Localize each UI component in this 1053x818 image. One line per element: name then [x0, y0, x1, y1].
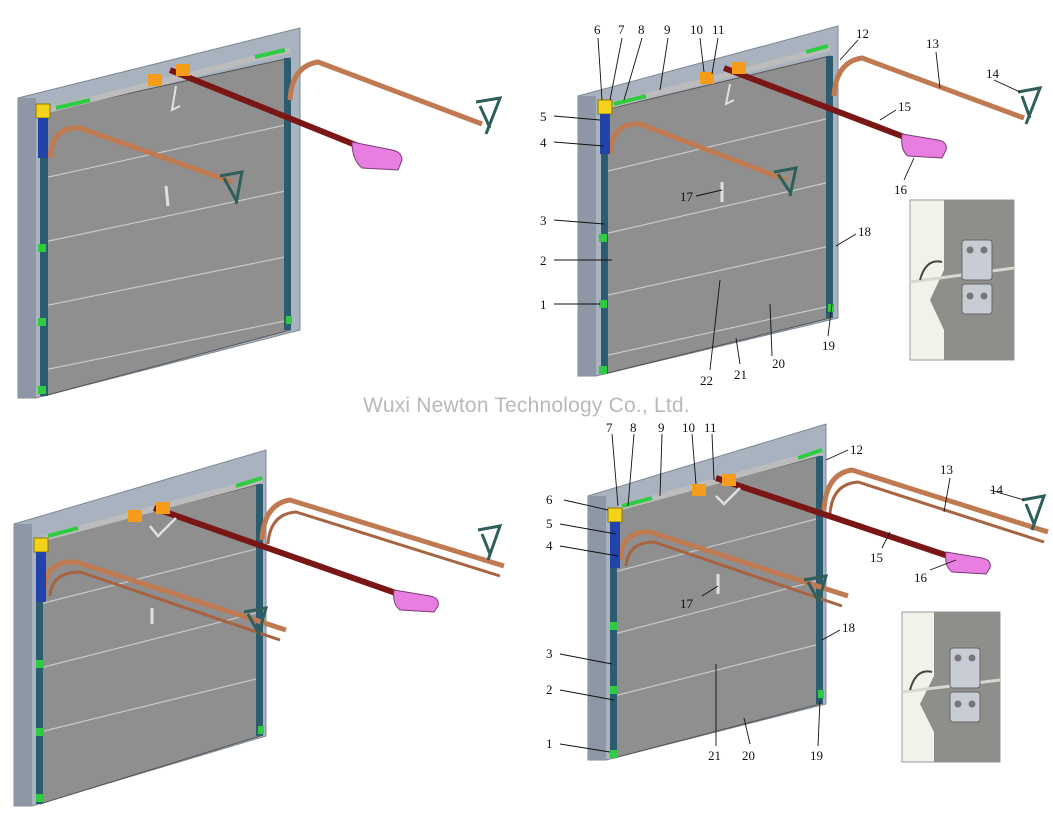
label-1: 1: [546, 736, 553, 751]
label-20: 20: [772, 356, 785, 371]
hanger-bracket-right: [475, 96, 503, 135]
diagram-bottom-left: [13, 449, 505, 807]
label-22: 22: [700, 373, 713, 388]
label-15: 15: [870, 550, 883, 565]
label-11: 11: [704, 420, 717, 435]
label-11: 11: [712, 22, 725, 37]
leader-lines: [553, 37, 1021, 371]
hanger-bracket-left: [219, 170, 244, 205]
vertical-track-right: [284, 58, 291, 330]
label-2: 2: [540, 253, 547, 268]
label-13: 13: [926, 36, 939, 51]
label-14: 14: [990, 482, 1004, 497]
diagram-top-right: 1 2 3 4 5 6 7 8 9 10 11 12 13 14 15 16 1…: [540, 22, 1043, 388]
label-21: 21: [708, 748, 721, 763]
label-15: 15: [898, 99, 911, 114]
label-8: 8: [638, 22, 645, 37]
door-panel: [603, 55, 831, 375]
label-10: 10: [690, 22, 703, 37]
wall-front: [578, 96, 596, 376]
label-10: 10: [682, 420, 695, 435]
diagram-top-left: [17, 27, 503, 399]
label-6: 6: [594, 22, 601, 37]
label-19: 19: [822, 338, 835, 353]
label-7: 7: [618, 22, 625, 37]
label-5: 5: [546, 516, 553, 531]
label-2: 2: [546, 682, 553, 697]
panel-joints: [43, 123, 291, 371]
hinge-detail-top-icon: [909, 199, 1015, 361]
label-16: 16: [894, 182, 908, 197]
label-17: 17: [680, 189, 694, 204]
label-16: 16: [914, 570, 928, 585]
label-9: 9: [664, 22, 671, 37]
label-12: 12: [850, 442, 863, 457]
garage-opener: [351, 141, 403, 171]
wall-front: [18, 98, 36, 398]
label-4: 4: [540, 135, 547, 150]
label-6: 6: [546, 492, 553, 507]
label-19: 19: [810, 748, 823, 763]
watermark-text: Wuxi Newton Technology Co., Ltd.: [363, 394, 690, 417]
label-13: 13: [940, 462, 953, 477]
part-labels: 1 2 3 4 5 6 7 8 9 10 11 12 13 14 15 16 1…: [540, 22, 1000, 388]
label-8: 8: [630, 420, 637, 435]
label-9: 9: [658, 420, 665, 435]
horizontal-track-right: [287, 59, 483, 127]
label-7: 7: [606, 420, 613, 435]
label-18: 18: [858, 224, 871, 239]
leader-lines: [559, 433, 1025, 753]
label-21: 21: [734, 367, 747, 382]
operator-rail: [168, 67, 370, 153]
horizontal-track-left: [47, 125, 233, 185]
label-3: 3: [540, 213, 547, 228]
label-18: 18: [842, 620, 855, 635]
label-14: 14: [986, 66, 1000, 81]
label-3: 3: [546, 646, 553, 661]
label-17: 17: [680, 596, 694, 611]
label-1: 1: [540, 297, 547, 312]
diagram-bottom-right: 1 2 3 4 5 6 7 8 9 10 11 12 13 14 15 16 1…: [546, 420, 1049, 763]
label-4: 4: [546, 538, 553, 553]
hinge-detail-bottom-icon: [901, 611, 1001, 763]
label-12: 12: [856, 26, 869, 41]
vertical-track-left: [40, 112, 48, 396]
part-labels: 1 2 3 4 5 6 7 8 9 10 11 12 13 14 15 16 1…: [546, 420, 1004, 763]
label-20: 20: [742, 748, 755, 763]
label-5: 5: [540, 109, 547, 124]
